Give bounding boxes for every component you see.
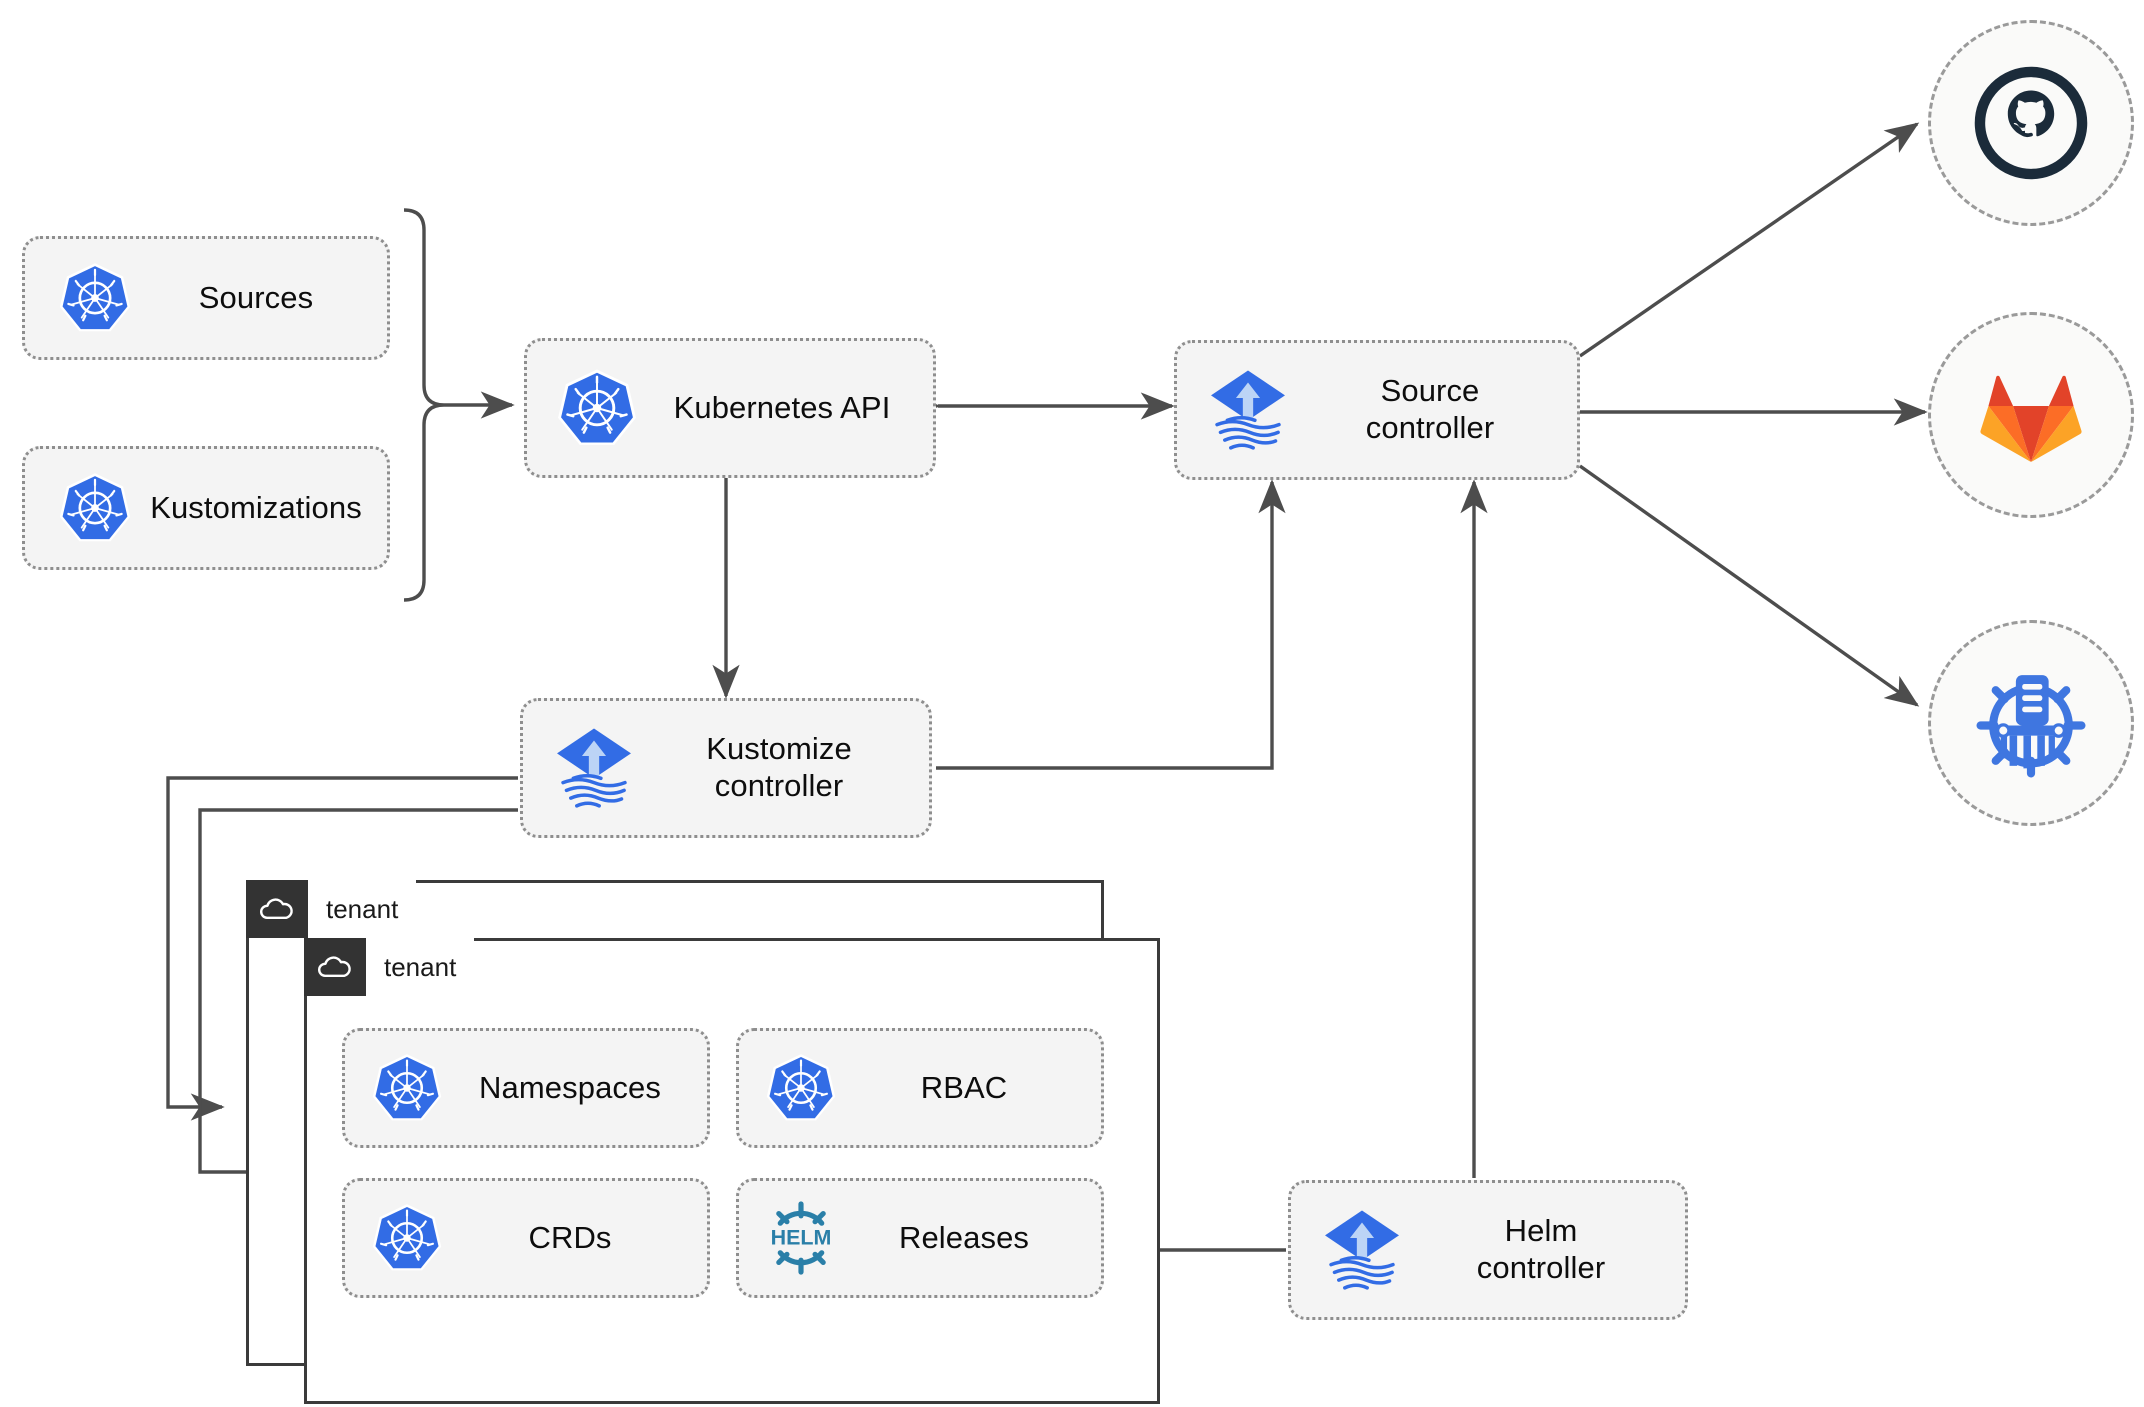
tenant-resource-rbac[interactable]: RBAC	[736, 1028, 1104, 1148]
flux-icon	[1313, 1207, 1411, 1293]
kubernetes-icon	[51, 471, 139, 545]
tenant-container-front[interactable]: tenant	[304, 938, 1160, 1404]
gitlab-icon	[1975, 359, 2087, 471]
resource-label-kustomizations: Kustomizations	[150, 489, 362, 525]
source-controller-label: Source controller	[1365, 373, 1495, 445]
tenant-resource-label: Releases	[898, 1219, 1030, 1255]
kustomize-controller-node[interactable]: Kustomize controller	[520, 698, 932, 838]
kubernetes-icon	[367, 1202, 447, 1274]
flux-icon	[1199, 367, 1297, 453]
kustomize-controller-label: Kustomize controller	[706, 731, 852, 803]
tenant-resource-namespaces[interactable]: Namespaces	[342, 1028, 710, 1148]
flux-icon	[545, 725, 643, 811]
tenant-resource-label: RBAC	[920, 1069, 1008, 1105]
provider-gitlab[interactable]	[1928, 312, 2134, 518]
tenant-resource-label: CRDs	[528, 1219, 612, 1255]
tenant-resource-label: Namespaces	[479, 1069, 661, 1105]
provider-github[interactable]	[1928, 20, 2134, 226]
kubernetes-api-label: Kubernetes API	[673, 389, 891, 425]
resource-label-sources: Sources	[198, 279, 314, 315]
tenant-header: tenant	[246, 880, 417, 938]
resource-card-sources[interactable]: Sources	[22, 236, 390, 360]
helm-repository-icon	[1968, 660, 2094, 786]
cloud-icon	[246, 880, 308, 938]
tenant-header: tenant	[304, 938, 475, 996]
cloud-icon	[304, 938, 366, 996]
kubernetes-api-node[interactable]: Kubernetes API	[524, 338, 936, 478]
resource-card-kustomizations[interactable]: Kustomizations	[22, 446, 390, 570]
provider-helm-repository[interactable]	[1928, 620, 2134, 826]
helm-controller-node[interactable]: Helm controller	[1288, 1180, 1688, 1320]
tenant-label: tenant	[308, 880, 417, 938]
tenant-resource-releases[interactable]: Releases	[736, 1178, 1104, 1298]
kubernetes-icon	[367, 1052, 447, 1124]
helm-icon	[761, 1201, 841, 1275]
tenant-label: tenant	[366, 938, 475, 996]
kubernetes-icon	[761, 1052, 841, 1124]
kubernetes-icon	[51, 261, 139, 335]
source-controller-node[interactable]: Source controller	[1174, 340, 1580, 480]
helm-controller-label: Helm controller	[1476, 1213, 1606, 1285]
github-icon	[1973, 65, 2089, 181]
kubernetes-icon	[549, 367, 645, 449]
tenant-resource-crds[interactable]: CRDs	[342, 1178, 710, 1298]
